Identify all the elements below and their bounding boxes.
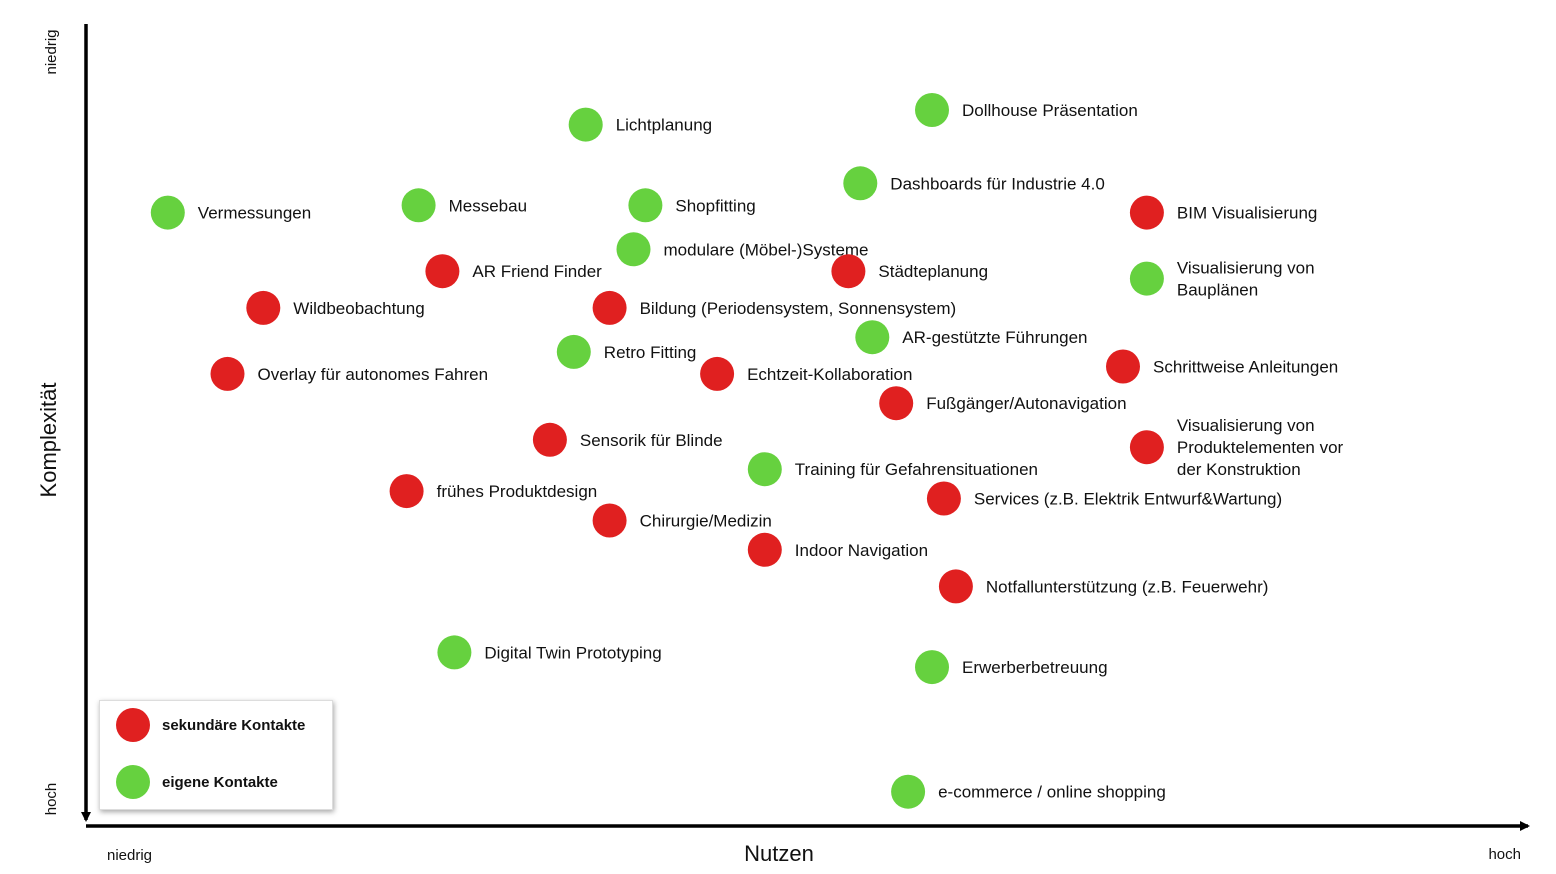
point-marker-15: [425, 254, 460, 289]
point-marker-23: [532, 422, 567, 457]
point-label-28: Indoor Navigation: [795, 541, 928, 560]
point-label-29: Notfallunterstützung (z.B. Feuerwehr): [986, 577, 1269, 596]
point-label-26: Services (z.B. Elektrik Entwurf&Wartung): [974, 490, 1282, 509]
x-axis-low-label: niedrig: [107, 847, 152, 864]
point-label-9: Retro Fitting: [604, 343, 697, 362]
point-marker-16: [831, 254, 866, 289]
point-marker-25: [389, 474, 424, 509]
y-axis-title: Komplexität: [36, 383, 61, 498]
point-marker-24: [1129, 430, 1164, 465]
point-marker-22: [879, 386, 914, 421]
legend-item-own: eigene Kontakte: [116, 764, 278, 800]
point-label-5: Dollhouse Präsentation: [962, 101, 1138, 120]
point-marker-0: [150, 195, 185, 230]
point-label-27: Chirurgie/Medizin: [640, 512, 772, 531]
y-axis-low-label: niedrig: [43, 29, 60, 74]
point-marker-9: [556, 334, 591, 369]
point-label-14: BIM Visualisierung: [1177, 204, 1317, 223]
point-marker-27: [592, 503, 627, 538]
point-label-23: Sensorik für Blinde: [580, 431, 723, 450]
point-marker-28: [747, 532, 782, 567]
point-marker-6: [843, 166, 878, 201]
point-marker-11: [437, 635, 472, 670]
y-axis-high-label: hoch: [43, 783, 60, 816]
point-marker-2: [568, 107, 603, 142]
data-points: Vermessungen Messebau LichtplanungShopfitt…: [150, 93, 1344, 809]
legend: sekundäre Kontakte eigene Kontakte: [99, 700, 333, 810]
point-label-2: Lichtplanung: [616, 116, 712, 135]
point-label-22: Fußgänger/Autonavigation: [926, 394, 1126, 413]
point-label-3: Shopfitting: [675, 196, 755, 215]
point-marker-4: [616, 232, 651, 267]
point-marker-1: [401, 188, 436, 223]
point-label-4: modulare (Möbel-)Systeme: [664, 240, 869, 259]
point-label-8: AR-gestützte Führungen: [902, 328, 1087, 347]
point-marker-12: [915, 650, 949, 685]
point-label-0: Vermessungen: [198, 204, 311, 223]
point-label-17: Wildbeobachtung: [293, 299, 424, 318]
point-marker-29: [938, 569, 973, 604]
point-label-12: Erwerberbetreuung: [962, 658, 1108, 677]
point-label-15: AR Friend Finder: [472, 262, 602, 281]
point-marker-19: [210, 356, 245, 391]
point-marker-21: [1106, 349, 1140, 384]
point-marker-14: [1129, 195, 1164, 230]
point-marker-3: [628, 188, 663, 223]
point-label-1: Messebau: [449, 196, 527, 215]
point-label-11: Digital Twin Prototyping: [484, 643, 661, 662]
legend-label-secondary: sekundäre Kontakte: [162, 716, 306, 734]
point-marker-10: [747, 452, 782, 487]
point-label-19: Overlay für autonomes Fahren: [258, 365, 489, 384]
legend-marker-secondary: [116, 708, 150, 742]
legend-marker-own: [116, 765, 150, 799]
point-label-18: Bildung (Periodensystem, Sonnensystem): [640, 299, 957, 318]
point-label-25: frühes Produktdesign: [437, 482, 598, 501]
point-marker-5: [915, 93, 949, 127]
point-label-10: Training für Gefahrensituationen: [795, 460, 1038, 479]
point-label-6: Dashboards für Industrie 4.0: [890, 174, 1105, 193]
point-marker-13: [891, 774, 926, 809]
point-marker-7: [1129, 261, 1164, 296]
legend-label-own: eigene Kontakte: [162, 773, 278, 791]
point-marker-26: [926, 481, 961, 516]
point-label-20: Echtzeit-Kollaboration: [747, 365, 912, 384]
point-label-13: e-commerce / online shopping: [938, 783, 1166, 802]
point-marker-18: [592, 290, 627, 325]
point-marker-17: [246, 290, 281, 325]
point-marker-8: [855, 320, 890, 355]
point-marker-20: [700, 356, 735, 391]
point-label-21: Schrittweise Anleitungen: [1153, 358, 1338, 377]
legend-item-secondary: sekundäre Kontakte: [116, 707, 305, 743]
x-axis-high-label: hoch: [1488, 846, 1521, 863]
x-axis-title: Nutzen: [744, 841, 814, 866]
point-label-16: Städteplanung: [878, 262, 988, 281]
